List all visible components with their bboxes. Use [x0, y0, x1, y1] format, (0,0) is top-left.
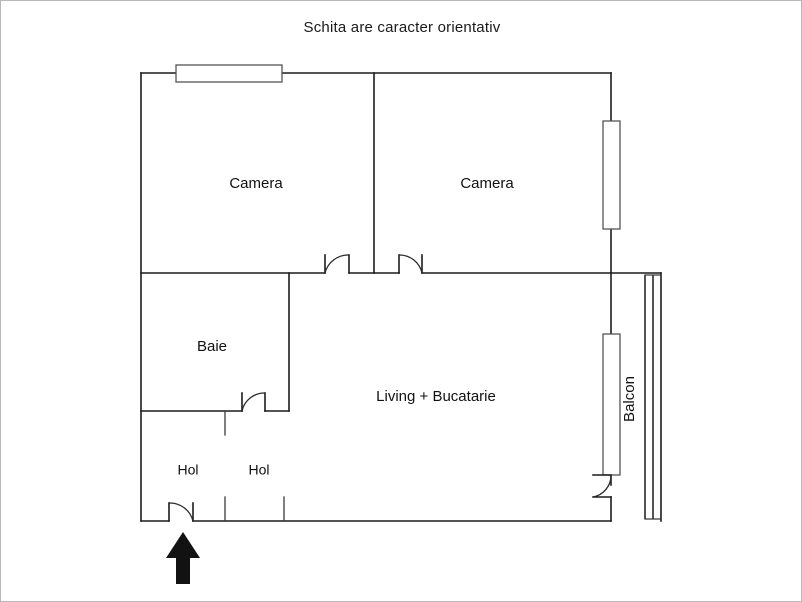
room-label-living-bucatarie: Living + Bucatarie	[376, 388, 496, 405]
window-top-bedroom-left	[175, 64, 283, 83]
room-label-hol-left: Hol	[177, 462, 198, 478]
door-bathroom	[241, 392, 266, 412]
interior-walls	[140, 72, 662, 522]
door-balcony	[592, 474, 612, 498]
exterior-walls	[140, 72, 612, 522]
entrance-direction-arrow	[166, 532, 200, 584]
room-label-hol-right: Hol	[248, 462, 269, 478]
room-label-camera-right: Camera	[460, 175, 514, 192]
window-right-bedroom-right	[602, 120, 621, 230]
door-bedroom-left	[324, 254, 350, 274]
balcony-structure	[644, 272, 662, 522]
window-right-living	[602, 333, 621, 476]
door-bedroom-right	[398, 254, 423, 274]
room-label-baie: Baie	[197, 338, 227, 355]
room-label-balcon: Balcon	[621, 376, 638, 422]
room-label-camera-left: Camera	[229, 175, 283, 192]
windows	[175, 64, 621, 476]
door-entrance	[168, 502, 194, 522]
page-title: Schita are caracter orientativ	[303, 19, 501, 36]
doors	[168, 254, 612, 522]
